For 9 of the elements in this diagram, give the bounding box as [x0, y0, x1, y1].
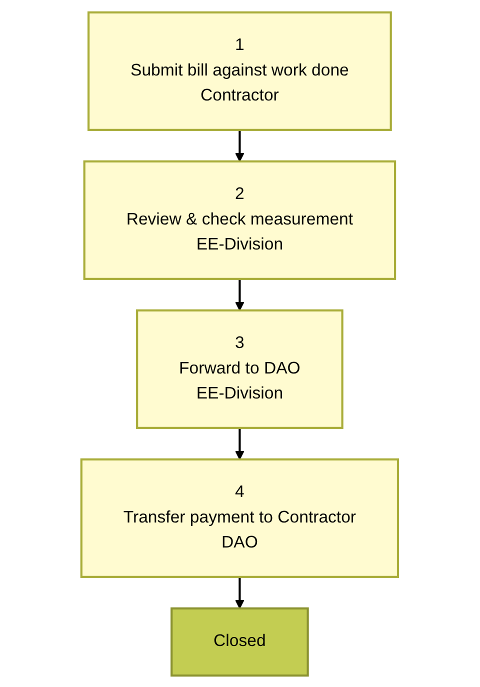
- node-box: 2 Review & check measurement EE-Division: [84, 160, 396, 280]
- node-box: 3 Forward to DAO EE-Division: [136, 308, 344, 428]
- arrow: [235, 278, 245, 310]
- node-box: 4 Transfer payment to Contractor DAO: [80, 458, 400, 578]
- node-box: 1 Submit bill against work done Contractor: [88, 10, 392, 130]
- arrow: [235, 129, 245, 162]
- arrow: [235, 427, 245, 460]
- node-box: Closed: [170, 606, 310, 676]
- arrow: [235, 576, 245, 608]
